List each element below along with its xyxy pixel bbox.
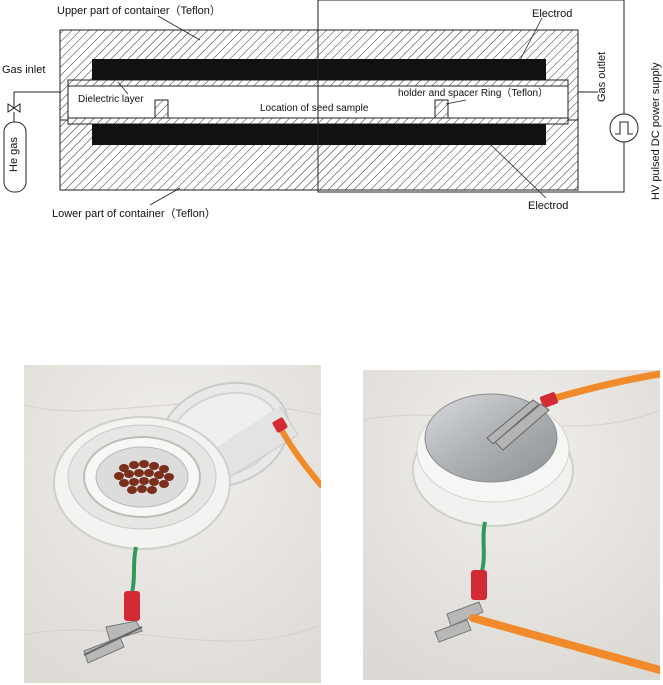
leader-electrod-bottom xyxy=(489,143,547,199)
label-power-supply: HV pulsed DC power supply xyxy=(650,62,662,200)
leader-upper-container xyxy=(157,15,201,41)
photo-open-chamber xyxy=(24,365,321,683)
power-circuit-wire xyxy=(317,0,625,193)
seed-sample xyxy=(114,460,174,494)
acrylic-lid xyxy=(158,381,300,500)
label-dielectric-layer: Dielectric layer xyxy=(78,94,144,105)
red-clip-bottom-right xyxy=(471,570,487,600)
power-supply-icon xyxy=(609,113,639,143)
photo-closed-chamber xyxy=(363,370,660,680)
pulse-icon xyxy=(615,121,633,135)
photo-closed-chamber-drawing xyxy=(363,370,660,680)
orange-cable-right xyxy=(544,370,660,404)
photo-open-chamber-drawing xyxy=(24,365,321,683)
label-gas-inlet: Gas inlet xyxy=(2,64,46,76)
label-seed-location: Location of seed sample xyxy=(260,103,369,114)
red-clip-bottom xyxy=(124,591,140,621)
red-clip-top xyxy=(272,417,288,433)
label-electrod-bottom: Electrod xyxy=(528,200,569,212)
alligator-clip xyxy=(83,620,143,664)
alligator-clip-bottom xyxy=(434,601,484,643)
label-lower-container: Lower part of container（Teflon） xyxy=(52,208,216,220)
valve-icon xyxy=(7,103,21,113)
spacer-ring-left xyxy=(154,99,169,119)
leader-dielectric xyxy=(117,81,129,95)
label-holder-ring: holder and spacer Ring（Teflon） xyxy=(398,88,549,99)
spacer-ring-right xyxy=(434,99,449,119)
label-electrod-top: Electrod xyxy=(532,8,573,20)
electrode-top xyxy=(92,59,546,80)
electrode-bottom xyxy=(92,124,546,145)
leader-lower-container xyxy=(149,187,181,206)
gas-bottle-icon xyxy=(3,121,27,193)
label-he-gas: He gas xyxy=(8,137,20,172)
label-gas-outlet: Gas outlet xyxy=(596,51,608,102)
green-cable xyxy=(130,546,138,594)
alligator-clip-top xyxy=(486,399,550,451)
label-upper-container: Upper part of container（Teflon） xyxy=(57,5,221,17)
orange-cable-bottom xyxy=(469,614,660,674)
schematic-diagram xyxy=(3,0,639,206)
leader-ring xyxy=(445,99,467,105)
leader-electrod-top xyxy=(519,17,543,61)
